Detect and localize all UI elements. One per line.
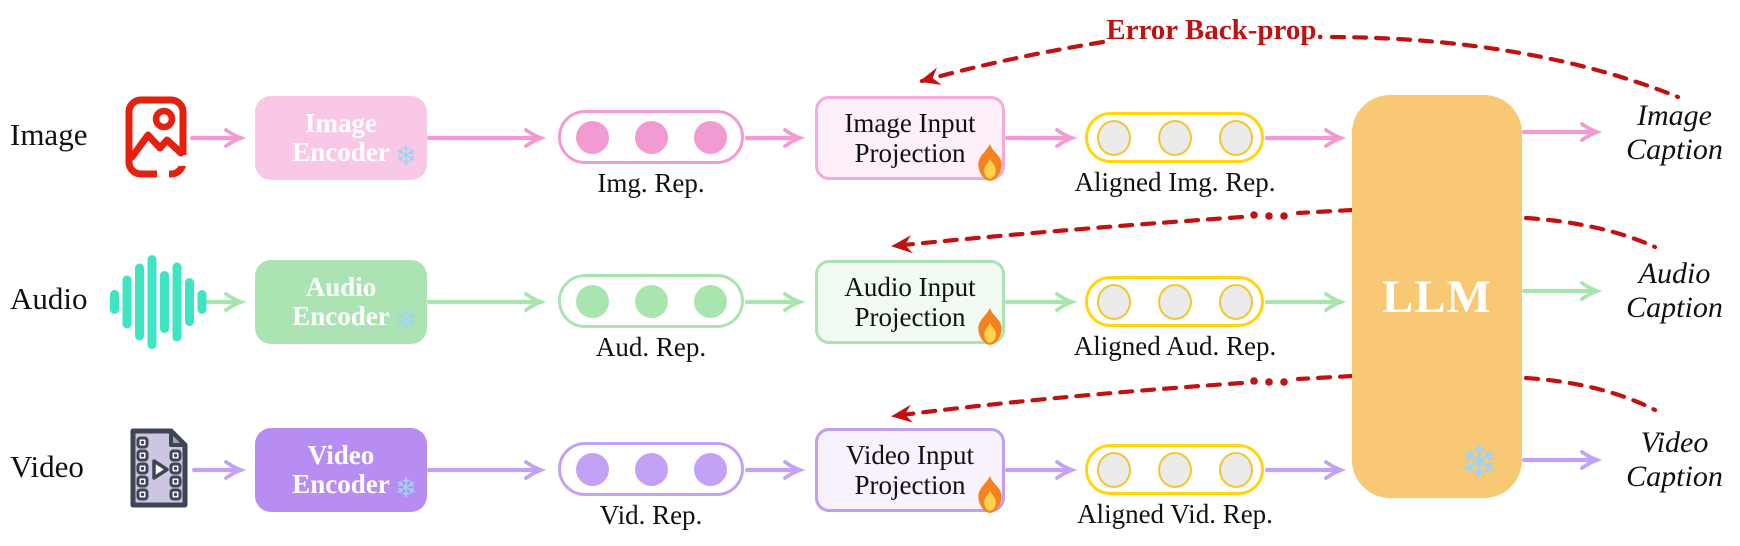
video-rep-label: Vid. Rep. bbox=[599, 500, 703, 530]
token-circle bbox=[693, 452, 727, 486]
snowflake-icon: ❄ bbox=[394, 305, 418, 336]
token-circle bbox=[575, 452, 609, 486]
backprop-to-image-projection bbox=[919, 39, 1106, 85]
token-circle bbox=[693, 284, 727, 318]
aligned-audio-rep-tokens bbox=[1085, 276, 1264, 327]
image-projection-line2: Projection bbox=[854, 138, 966, 168]
backprop-video-left-stub bbox=[1295, 373, 1355, 382]
video-encoder-box: Video Encoder ❄ bbox=[255, 428, 427, 512]
aligned-image-rep-tokens bbox=[1085, 112, 1264, 163]
aligned-video-rep-tokens bbox=[1085, 444, 1264, 495]
aligned-token-circle bbox=[1218, 451, 1253, 488]
audio-caption-line2: Caption bbox=[1626, 291, 1723, 324]
aligned-token-circle bbox=[1096, 119, 1131, 156]
image-caption-output: Image Caption bbox=[1592, 99, 1740, 167]
flow-arrows-video bbox=[191, 460, 1596, 470]
flow-arrows-audio bbox=[197, 291, 1596, 302]
video-caption-output: Video Caption bbox=[1592, 426, 1740, 494]
row-label-video: Video bbox=[10, 449, 84, 484]
video-encoder-line1: Video bbox=[307, 440, 375, 470]
snowflake-icon: ❄ bbox=[394, 141, 418, 172]
llm-label: LLM bbox=[1381, 270, 1493, 323]
image-encoder-line2: Encoder bbox=[292, 137, 390, 167]
image-input-projection-box: Image Input Projection bbox=[815, 96, 1005, 181]
backprop-ellipsis-dots bbox=[1250, 211, 1288, 386]
image-rep-label: Img. Rep. bbox=[597, 168, 705, 198]
backprop-from-video-caption bbox=[1523, 375, 1658, 413]
video-input-projection-box: Video Input Projection bbox=[815, 428, 1005, 513]
audio-encoder-line2: Encoder bbox=[292, 301, 390, 331]
audio-encoder-line1: Audio bbox=[305, 272, 377, 302]
token-circle bbox=[634, 452, 668, 486]
audio-projection-line1: Audio Input bbox=[844, 272, 976, 302]
fire-icon bbox=[978, 144, 1002, 181]
backprop-curves bbox=[891, 34, 1681, 423]
image-caption-line2: Caption bbox=[1626, 133, 1723, 166]
token-circle bbox=[575, 120, 609, 154]
aligned-token-circle bbox=[1096, 451, 1131, 488]
aligned-token-circle bbox=[1218, 119, 1253, 156]
video-encoder-line2: Encoder bbox=[292, 469, 390, 499]
row-label-image: Image bbox=[10, 117, 88, 152]
flow-arrows-image bbox=[189, 132, 1596, 138]
llm-box: LLM ❄ bbox=[1352, 95, 1522, 498]
image-encoder-box: Image Encoder ❄ bbox=[255, 96, 427, 180]
token-circle bbox=[575, 284, 609, 318]
image-rep-tokens bbox=[558, 110, 744, 164]
image-caption-line1: Image bbox=[1637, 99, 1712, 132]
aligned-token-circle bbox=[1218, 283, 1253, 320]
audio-encoder-box: Audio Encoder ❄ bbox=[255, 260, 427, 344]
audio-rep-tokens bbox=[558, 274, 744, 328]
audio-caption-output: Audio Caption bbox=[1592, 257, 1740, 325]
aligned-token-circle bbox=[1157, 283, 1192, 320]
aligned-token-circle bbox=[1096, 283, 1131, 320]
aligned-token-circle bbox=[1157, 451, 1192, 488]
video-projection-line1: Video Input bbox=[845, 440, 975, 470]
video-caption-line1: Video bbox=[1640, 426, 1709, 459]
audio-rep-label: Aud. Rep. bbox=[595, 332, 707, 362]
backprop-from-audio-caption bbox=[1523, 215, 1658, 250]
token-circle bbox=[693, 120, 727, 154]
backprop-audio-left-stub bbox=[1295, 207, 1355, 216]
aligned-token-circle bbox=[1157, 119, 1192, 156]
video-caption-line2: Caption bbox=[1626, 460, 1723, 493]
fire-icon bbox=[978, 476, 1002, 513]
aligned-audio-rep-label: Aligned Aud. Rep. bbox=[1073, 331, 1277, 361]
aligned-video-rep-label: Aligned Vid. Rep. bbox=[1077, 499, 1273, 529]
fire-icon bbox=[978, 308, 1002, 345]
token-circle bbox=[634, 120, 668, 154]
snowflake-icon: ❄ bbox=[1460, 435, 1499, 489]
audio-projection-line2: Projection bbox=[854, 302, 966, 332]
image-encoder-line1: Image bbox=[305, 108, 377, 138]
audio-input-projection-box: Audio Input Projection bbox=[815, 260, 1005, 345]
video-file-icon bbox=[130, 428, 188, 508]
backprop-to-video-projection bbox=[891, 380, 1245, 423]
audio-caption-line1: Audio bbox=[1638, 257, 1711, 290]
backprop-to-audio-projection bbox=[891, 214, 1245, 254]
video-projection-line2: Projection bbox=[854, 470, 966, 500]
backprop-from-image-caption bbox=[1329, 34, 1681, 100]
image-icon bbox=[125, 96, 188, 179]
error-backprop-label: Error Back-prop. bbox=[1106, 14, 1324, 46]
audio-waveform-icon bbox=[110, 255, 207, 349]
token-circle bbox=[634, 284, 668, 318]
snowflake-icon: ❄ bbox=[394, 473, 418, 504]
aligned-image-rep-label: Aligned Img. Rep. bbox=[1074, 167, 1276, 197]
image-projection-line1: Image Input bbox=[844, 108, 976, 138]
video-rep-tokens bbox=[558, 442, 744, 496]
row-label-audio: Audio bbox=[10, 281, 88, 316]
